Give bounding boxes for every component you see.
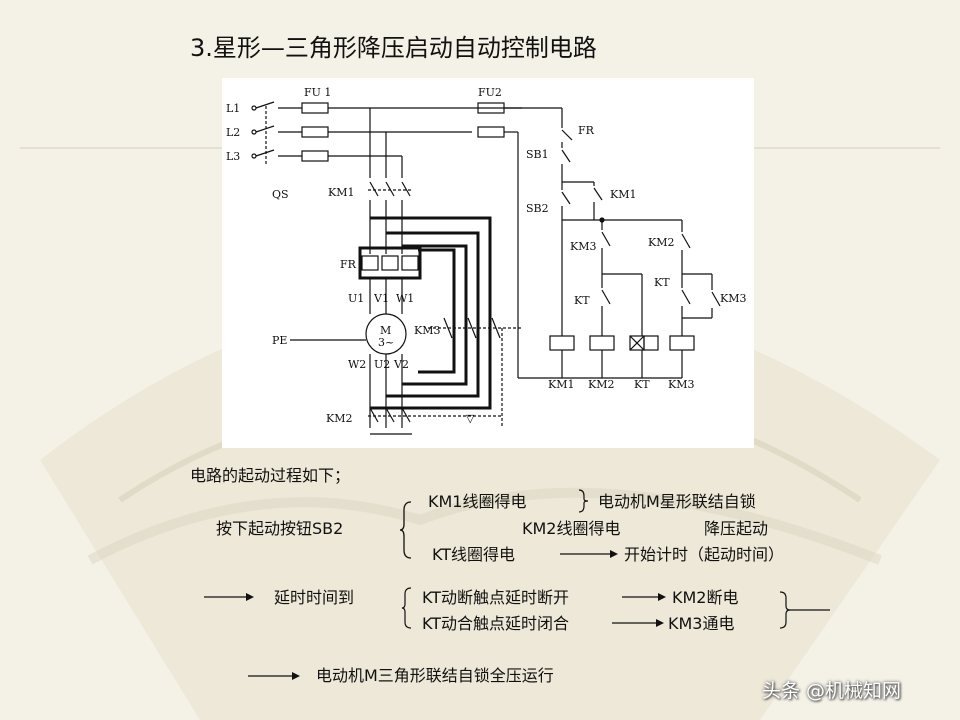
delay-arrow <box>204 593 254 601</box>
process-heading: 电路的起动过程如下； <box>190 466 351 485</box>
label-kt-no: KT <box>654 276 670 289</box>
label-qs: QS <box>272 188 289 201</box>
label-coil-kt: KT <box>634 378 650 391</box>
label-km3-aux: KM3 <box>720 292 746 305</box>
motor-star-text: 电动机M星形联结自锁 <box>598 492 756 511</box>
kt-timing-arrow <box>560 550 618 558</box>
kt-no-close-text: KT动合触点延时闭合 <box>422 614 570 633</box>
km2-off-text: KM2断电 <box>672 588 739 607</box>
label-motor-3: 3~ <box>378 336 394 349</box>
label-u2: U2 <box>374 358 390 371</box>
label-fu2: FU2 <box>478 86 502 99</box>
star-delta-circuit-diagram: L1 L2 L3 QS FU 1 FU2 KM1 FR U1 V1 W1 PE … <box>222 78 754 448</box>
delta-run-text: 电动机M三角形联结自锁全压运行 <box>316 666 554 685</box>
label-coil-km1: KM1 <box>548 378 574 391</box>
label-km2-main: KM2 <box>326 412 352 425</box>
label-km3-main: KM3 <box>414 324 440 337</box>
press-sb2-text: 按下起动按钮SB2 <box>216 519 344 538</box>
label-fr-ctrl: FR <box>578 124 595 137</box>
label-sb2: SB2 <box>526 202 549 215</box>
reduced-start-text: 降压起动 <box>704 519 769 538</box>
label-l3: L3 <box>226 150 240 163</box>
label-motor-m: M <box>380 324 391 337</box>
label-u1: U1 <box>348 292 364 305</box>
delay-reached-text: 延时时间到 <box>274 588 355 607</box>
start-brace <box>399 501 412 559</box>
label-l1: L1 <box>226 102 240 115</box>
km3-on-arrow <box>612 619 664 627</box>
label-sb1: SB1 <box>526 148 549 161</box>
label-l2: L2 <box>226 126 240 139</box>
delta-run-arrow <box>248 672 300 680</box>
km2-off-arrow <box>622 593 666 601</box>
delay-brace <box>401 587 412 629</box>
label-pe: PE <box>272 334 287 347</box>
label-kt-nc: KT <box>574 294 590 307</box>
label-w2: W2 <box>348 358 366 371</box>
label-km1-main: KM1 <box>328 186 354 199</box>
label-v1: V1 <box>373 292 389 305</box>
label-coil-km2: KM2 <box>588 378 614 391</box>
label-km2-nc: KM2 <box>648 236 674 249</box>
kt-nc-open-text: KT动断触点延时断开 <box>422 588 570 607</box>
km2-coil-text: KM2线圈得电 <box>522 519 621 538</box>
label-km3-nc: KM3 <box>570 240 596 253</box>
label-triangle-mark: ▽ <box>466 412 475 425</box>
km1-coil-text: KM1线圈得电 <box>428 492 527 511</box>
result-brace <box>779 591 830 629</box>
kt-coil-text: KT线圈得电 <box>432 545 516 564</box>
label-fr: FR <box>340 258 357 271</box>
label-coil-km3: KM3 <box>668 378 694 391</box>
watermark: 头条 @机械知网 <box>762 680 902 702</box>
km3-on-text: KM3通电 <box>668 614 735 633</box>
small-brace <box>578 489 589 513</box>
label-v2: V2 <box>393 358 409 371</box>
start-timing-text: 开始计时（起动时间） <box>624 545 785 564</box>
label-w1: W1 <box>396 292 414 305</box>
label-km1-aux: KM1 <box>610 188 636 201</box>
label-fu1: FU 1 <box>304 86 331 99</box>
slide-title: 3.星形—三角形降压启动自动控制电路 <box>190 34 597 62</box>
